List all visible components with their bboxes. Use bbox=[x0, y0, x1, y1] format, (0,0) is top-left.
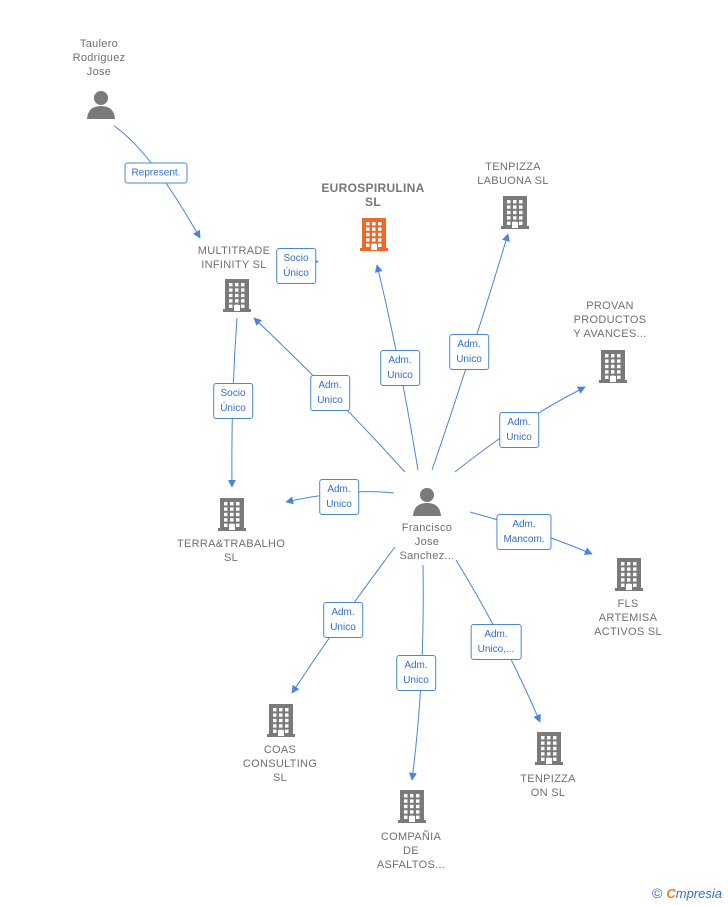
company-icon-multitrade[interactable] bbox=[221, 277, 253, 318]
company-icon-fls[interactable] bbox=[613, 556, 645, 597]
edge-label-line: Unico bbox=[456, 354, 482, 365]
node-label-line: COAS bbox=[263, 744, 297, 756]
edge-label-line: Mancom. bbox=[503, 534, 545, 545]
edge-label-line: Único bbox=[283, 268, 309, 279]
edge-label[interactable]: Adm. Unico,... bbox=[470, 624, 522, 660]
brand-name: mpresia bbox=[675, 885, 722, 901]
node-label-line: ARTEMISA bbox=[598, 612, 658, 624]
edge-label-line: Unico bbox=[317, 395, 343, 406]
node-label-compania[interactable]: COMPAÑIA DE ASFALTOS... bbox=[377, 830, 445, 872]
node-label-fls[interactable]: FLS ARTEMISA ACTIVOS SL bbox=[594, 597, 662, 639]
node-label-terra[interactable]: TERRA&TRABALHO SL bbox=[177, 537, 285, 565]
node-label-line: PRODUCTOS bbox=[573, 314, 647, 326]
node-label-line: PROVAN bbox=[586, 300, 634, 312]
node-label-line: ASFALTOS... bbox=[376, 859, 446, 871]
node-label-line: Taulero bbox=[79, 38, 119, 50]
edge-label-line: Adm. bbox=[318, 380, 342, 391]
node-label-coas[interactable]: COAS CONSULTING SL bbox=[243, 743, 317, 785]
edge-label-line: Represent. bbox=[131, 167, 181, 179]
node-label-provan[interactable]: PROVAN PRODUCTOS Y AVANCES... bbox=[573, 299, 646, 341]
node-label-line: MULTITRADE bbox=[197, 245, 271, 257]
edge-label-line: Socio bbox=[283, 253, 309, 264]
node-label-line: COMPAÑIA bbox=[380, 831, 442, 843]
edge-label-line: Adm. bbox=[331, 607, 355, 618]
edge-label[interactable]: Adm. Unico bbox=[380, 350, 420, 386]
edge-label[interactable]: Represent. bbox=[124, 162, 188, 184]
edge-label[interactable]: Adm. Unico bbox=[323, 602, 363, 638]
edge-label-line: Único bbox=[220, 403, 246, 414]
node-label-line: Rodriguez bbox=[72, 52, 126, 64]
brand-initial: C bbox=[666, 885, 676, 901]
node-label-line: LABUONA SL bbox=[477, 175, 549, 187]
edge-label-line: Adm. bbox=[327, 484, 351, 495]
edge-label-line: Unico,... bbox=[477, 644, 515, 655]
footer-brand: © Cmpresia bbox=[652, 885, 722, 901]
node-label-line: CONSULTING bbox=[242, 758, 318, 770]
edge-label-line: Adm. bbox=[507, 417, 531, 428]
node-label-line: Francisco bbox=[401, 522, 453, 534]
node-label-line: EUROSPIRULINA bbox=[321, 181, 425, 195]
company-icon-tenpizza-on[interactable] bbox=[533, 730, 565, 771]
node-label-line: DE bbox=[403, 845, 419, 857]
company-icon-terra[interactable] bbox=[216, 496, 248, 537]
brand-logo: Cmpresia bbox=[666, 886, 722, 901]
node-label-line: FLS bbox=[617, 598, 639, 610]
node-label-line: Y AVANCES... bbox=[573, 328, 647, 340]
edge-label[interactable]: Adm. Unico bbox=[499, 412, 539, 448]
node-label-line: SL bbox=[272, 772, 288, 784]
edge-label-line: Unico bbox=[506, 432, 532, 443]
node-label-line: ON SL bbox=[530, 787, 566, 799]
node-label-line: TERRA&TRABALHO bbox=[176, 538, 286, 550]
edge-label[interactable]: Adm. Unico bbox=[319, 479, 359, 515]
edge-label[interactable]: Adm. Unico bbox=[449, 334, 489, 370]
node-label-multitrade[interactable]: MULTITRADE INFINITY SL bbox=[198, 244, 270, 272]
node-label-line: SL bbox=[223, 552, 239, 564]
edge-label-line: Unico bbox=[326, 499, 352, 510]
edge-label-line: Unico bbox=[387, 370, 413, 381]
edge-label[interactable]: Adm. Mancom. bbox=[496, 514, 552, 550]
node-label-line: TENPIZZA bbox=[485, 161, 541, 173]
edge-label-line: Adm. bbox=[512, 519, 536, 530]
node-label-line: SL bbox=[365, 195, 381, 209]
edge-label-line: Adm. bbox=[404, 660, 428, 671]
node-label-line: Jose bbox=[86, 66, 112, 78]
node-label-tenpizza-labuona[interactable]: TENPIZZA LABUONA SL bbox=[477, 160, 548, 188]
company-icon-coas[interactable] bbox=[265, 702, 297, 743]
edge-label-line: Socio bbox=[220, 388, 246, 399]
edge-label-line: Adm. bbox=[457, 339, 481, 350]
node-label-line: Jose bbox=[414, 536, 440, 548]
node-label-line: Sanchez... bbox=[399, 550, 455, 562]
node-label-line: ACTIVOS SL bbox=[594, 626, 662, 638]
person-icon-francisco[interactable] bbox=[412, 486, 442, 521]
company-icon-tenpizza-labuona[interactable] bbox=[499, 194, 531, 235]
edge-label[interactable]: Adm. Unico bbox=[396, 655, 436, 691]
edge-label[interactable]: Adm. Unico bbox=[310, 375, 350, 411]
node-label-line: TENPIZZA bbox=[520, 773, 576, 785]
copyright-symbol: © bbox=[652, 885, 663, 901]
edge-label-line: Unico bbox=[330, 622, 356, 633]
company-icon-provan[interactable] bbox=[597, 348, 629, 389]
person-icon-taulero[interactable] bbox=[86, 89, 116, 124]
edge-label-line: Adm. bbox=[388, 355, 412, 366]
node-label-line: INFINITY SL bbox=[201, 259, 267, 271]
edge-label-line: Adm. bbox=[484, 629, 508, 640]
company-icon-compania[interactable] bbox=[396, 788, 428, 829]
node-label-tenpizza-on[interactable]: TENPIZZA ON SL bbox=[520, 772, 576, 800]
company-icon-eurospirulina[interactable] bbox=[358, 216, 390, 257]
edge-label-line: Unico bbox=[403, 675, 429, 686]
